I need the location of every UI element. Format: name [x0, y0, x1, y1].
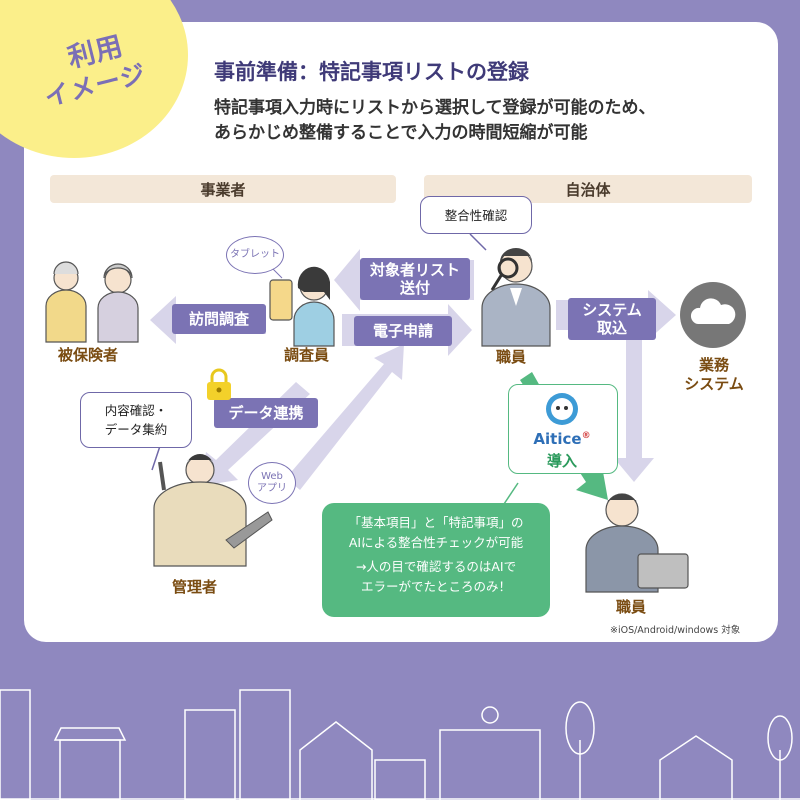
lock-icon: [207, 368, 231, 400]
aitice-caption: 導入: [546, 452, 577, 470]
staff-bottom-label: 職員: [616, 598, 647, 616]
aitice-name: Aitice®: [533, 430, 591, 448]
arrow-web-app: [286, 344, 404, 490]
tablet-tag: タブレット: [226, 236, 284, 274]
business-system-label: 業務システム: [684, 356, 744, 393]
subtitle-line-1: 特記事項入力時にリストから選択して登録が可能のため、: [214, 98, 656, 118]
green-box-pointer: [503, 482, 519, 505]
visit-survey-label: 訪問調査: [172, 304, 266, 334]
insured-label: 被保険者: [58, 346, 119, 364]
investigator-icon: [269, 266, 335, 347]
insured-persons-icon: [45, 261, 139, 343]
staff-top-label: 職員: [496, 348, 527, 366]
e-apply-label: 電子申請: [354, 316, 452, 346]
manager-label: 管理者: [172, 578, 218, 596]
platform-footnote: ※iOS/Android/windows 対象: [610, 625, 741, 636]
aitice-robot-icon: [546, 393, 578, 425]
subtitle-line-2: あらかじめ整備することで入力の時間短縮が可能: [214, 123, 588, 143]
section-business: 事業者: [50, 175, 396, 203]
arrow-system-down: [614, 338, 654, 482]
cloud-system-icon: [680, 282, 746, 348]
consistency-bubble: 整合性確認: [420, 196, 532, 234]
ai-check-info-box: 「基本項目」と「特記事項」の AIによる整合性チェックが可能 →人の目で確認する…: [322, 503, 550, 617]
page-title: 事前準備：特記事項リストの登録: [214, 60, 529, 84]
content-check-bubble: 内容確認・データ集約: [80, 392, 192, 448]
staff-magnifier-icon: [481, 248, 551, 347]
investigator-label: 調査員: [284, 346, 330, 364]
manager-icon: [153, 454, 273, 567]
data-link-label: データ連携: [214, 398, 318, 428]
town-skyline-illustration: [0, 689, 800, 800]
staff-laptop-icon: [585, 493, 689, 593]
target-list-label: 対象者リスト送付: [360, 258, 470, 300]
system-import-label: システム取込: [568, 298, 656, 340]
